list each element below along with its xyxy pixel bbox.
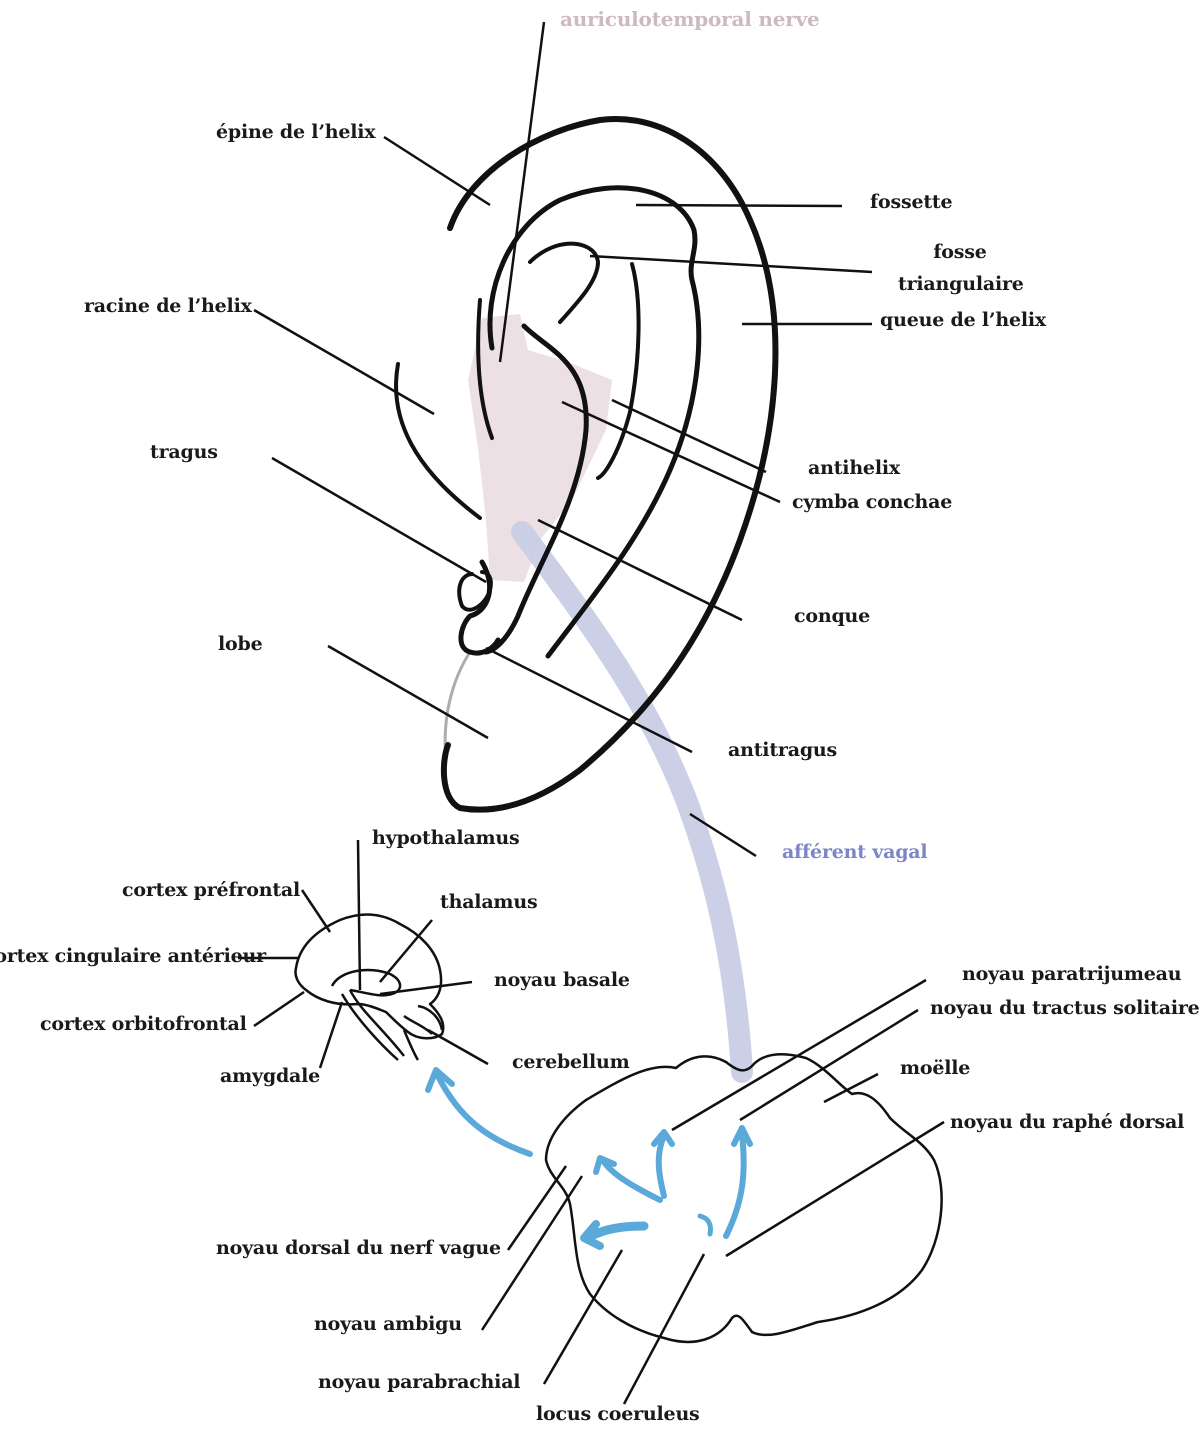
medulla-leader-lines xyxy=(482,980,944,1404)
label-cortex-orbitofrontal: cortex orbitofrontal xyxy=(40,1014,247,1036)
label-afferent-vagal: afférent vagal xyxy=(782,842,927,864)
label-triangulaire: triangulaire xyxy=(898,274,1024,296)
label-moelle: moëlle xyxy=(900,1058,970,1080)
label-fosse: fosse xyxy=(920,242,1000,264)
label-cerebellum: cerebellum xyxy=(512,1052,629,1074)
label-fossette: fossette xyxy=(870,192,952,214)
label-locus-coeruleus: locus coeruleus xyxy=(536,1404,700,1426)
label-noyau-basale: noyau basale xyxy=(494,970,630,992)
label-epine-helix: épine de l’helix xyxy=(216,122,375,144)
label-noyau-raphe-dorsal: noyau du raphé dorsal xyxy=(950,1112,1184,1134)
label-antitragus: antitragus xyxy=(728,740,837,762)
label-noyau-tractus-solitaire: noyau du tractus solitaire xyxy=(930,998,1200,1020)
label-noyau-parabrachial: noyau parabrachial xyxy=(318,1372,520,1394)
label-cortex-cingulaire: cortex cingulaire antérieur xyxy=(0,946,266,968)
projection-arrows xyxy=(428,1070,750,1246)
label-cymba-conchae: cymba conchae xyxy=(792,492,952,514)
label-auriculotemporal-nerve: auriculotemporal nerve xyxy=(560,8,820,31)
label-noyau-ambigu: noyau ambigu xyxy=(314,1314,462,1336)
brain-outline xyxy=(295,914,443,1060)
medulla-outline xyxy=(546,1054,942,1342)
brain-leader-lines xyxy=(238,840,488,1068)
label-noyau-dorsal-nerf-vague: noyau dorsal du nerf vague xyxy=(216,1238,501,1260)
label-thalamus: thalamus xyxy=(440,892,537,914)
label-queue-helix: queue de l’helix xyxy=(880,310,1046,332)
label-lobe: lobe xyxy=(218,634,262,656)
label-hypothalamus: hypothalamus xyxy=(372,828,519,850)
label-cortex-prefrontal: cortex préfrontal xyxy=(122,880,300,902)
label-amygdale: amygdale xyxy=(220,1066,320,1088)
label-racine-helix: racine de l’helix xyxy=(84,296,252,318)
label-antihelix: antihelix xyxy=(808,458,900,480)
label-tragus: tragus xyxy=(150,442,218,464)
label-conque: conque xyxy=(794,606,870,628)
label-noyau-paratrijumeau: noyau paratrijumeau xyxy=(962,964,1181,986)
